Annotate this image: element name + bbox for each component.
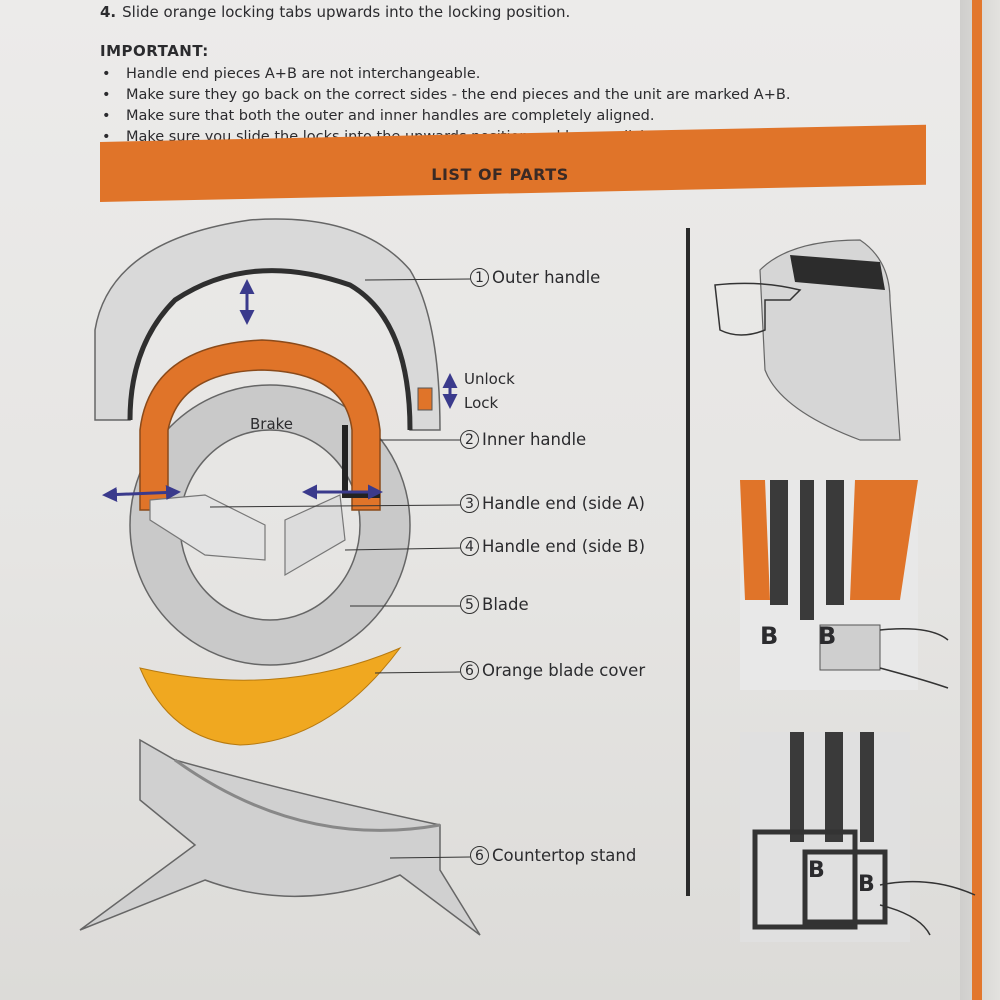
part-name: Outer handle bbox=[492, 268, 600, 287]
mark-b: B bbox=[808, 858, 825, 883]
part-name: Inner handle bbox=[482, 430, 586, 449]
countertop-stand-shape bbox=[80, 740, 480, 935]
lock-label: Lock bbox=[464, 394, 498, 412]
part-name: Orange blade cover bbox=[482, 661, 645, 680]
part-name: Handle end (side B) bbox=[482, 537, 645, 556]
mark-b: B bbox=[818, 622, 836, 650]
detail-middle bbox=[740, 480, 948, 690]
mark-b: B bbox=[760, 622, 778, 650]
part-name: Countertop stand bbox=[492, 846, 636, 865]
part-number: 6 bbox=[460, 661, 479, 680]
part-number: 4 bbox=[460, 537, 479, 556]
vertical-divider bbox=[686, 228, 690, 896]
part-number: 5 bbox=[460, 595, 479, 614]
detail-top bbox=[715, 240, 900, 440]
mark-b: B bbox=[858, 872, 875, 897]
detail-bottom bbox=[740, 732, 975, 942]
part-number: 6 bbox=[470, 846, 489, 865]
part-number: 1 bbox=[470, 268, 489, 287]
part-number: 3 bbox=[460, 494, 479, 513]
part-name: Handle end (side A) bbox=[482, 494, 645, 513]
part-name: Blade bbox=[482, 595, 529, 614]
handle-end-b-shape bbox=[285, 495, 345, 575]
unlock-label: Unlock bbox=[464, 370, 515, 388]
brake-label: Brake bbox=[250, 415, 293, 433]
part-number: 2 bbox=[460, 430, 479, 449]
